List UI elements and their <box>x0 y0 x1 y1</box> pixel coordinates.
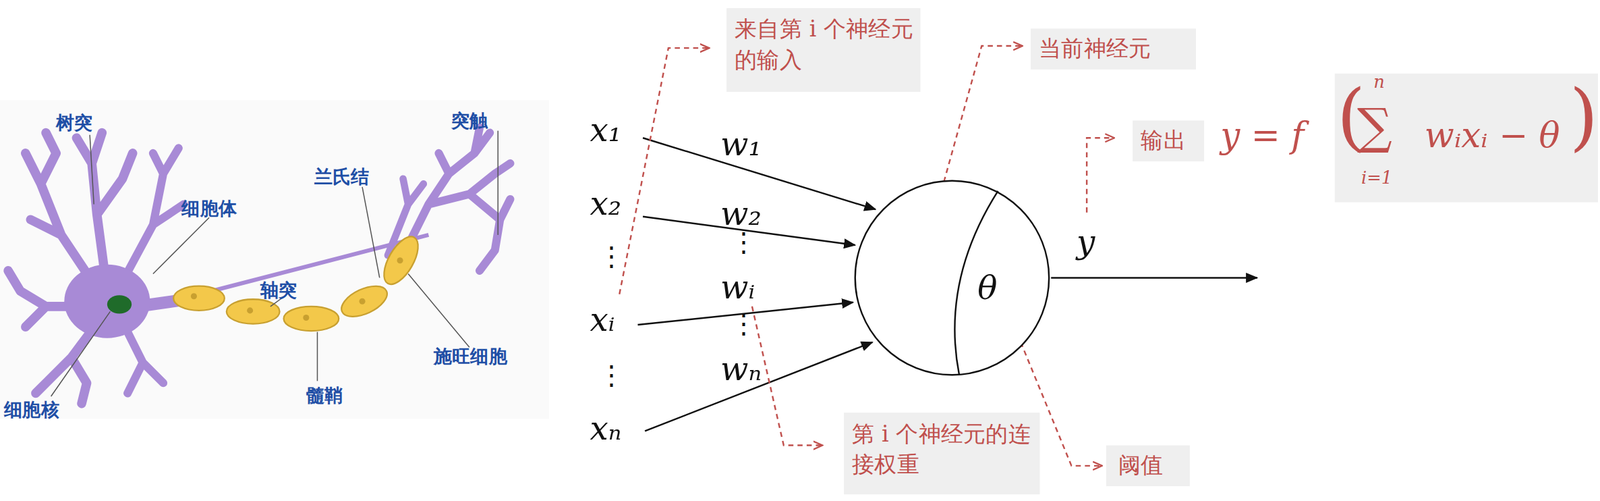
callout-note: 第 i 个神经元的连接权重 <box>851 418 1032 479</box>
formula-part: y = f <box>1220 113 1304 156</box>
part-label: 施旺细胞 <box>433 344 508 369</box>
part-label: 髓鞘 <box>306 382 343 407</box>
circle-outline <box>853 178 1051 377</box>
part-label: 兰氏结 <box>314 164 370 189</box>
ellipsis: ⋮ <box>730 308 757 339</box>
callout-note: 来自第 i 个神经元的输入 <box>734 14 914 75</box>
ellipsis: ⋮ <box>598 240 625 272</box>
part-label: 轴突 <box>260 277 297 302</box>
weight-symbol: w₁ <box>720 124 762 164</box>
formula-part: n <box>1373 71 1385 92</box>
part-label: 树突 <box>55 109 93 135</box>
output-symbol: y <box>1076 222 1095 262</box>
input-symbol: xᵢ <box>589 300 615 339</box>
callout-note: 当前神经元 <box>1038 33 1151 65</box>
part-label: 细胞核 <box>4 396 60 421</box>
input-symbol: x₁ <box>589 109 622 149</box>
formula-part: wᵢxᵢ − θ <box>1424 113 1560 156</box>
ellipsis: ⋮ <box>730 226 757 257</box>
neuron-circle: θ <box>853 178 1051 377</box>
ellipsis: ⋮ <box>598 359 625 390</box>
callout-note: 阈值 <box>1118 449 1164 481</box>
formula-part: i=1 <box>1361 167 1393 188</box>
formula-part: ) <box>1569 73 1599 160</box>
callout-note: 输出 <box>1140 125 1186 156</box>
input-symbol: xₙ <box>589 408 622 447</box>
threshold-symbol: θ <box>977 268 997 307</box>
input-symbol: x₂ <box>589 183 622 222</box>
part-label: 突触 <box>451 107 488 133</box>
part-label: 细胞体 <box>181 195 237 220</box>
formula-part: ∑ <box>1357 97 1393 155</box>
weight-symbol: wₙ <box>720 348 762 388</box>
weight-symbol: wᵢ <box>720 267 755 306</box>
